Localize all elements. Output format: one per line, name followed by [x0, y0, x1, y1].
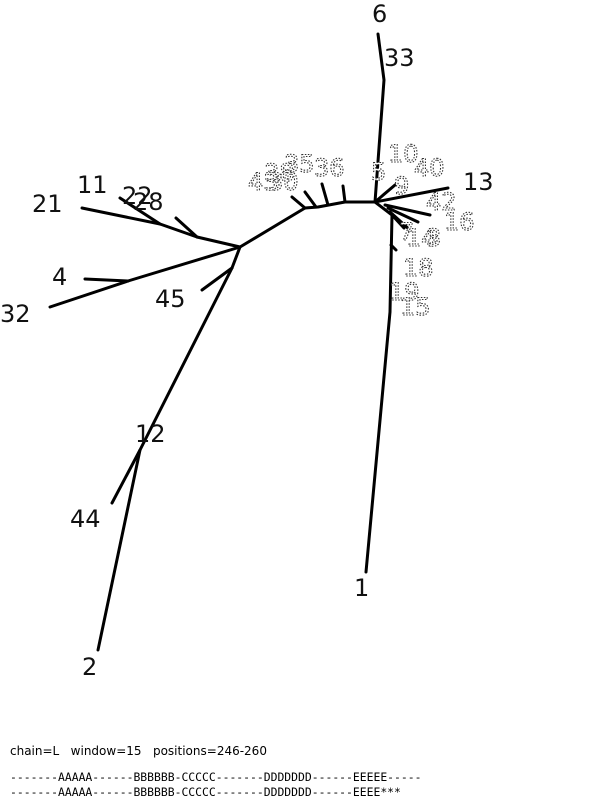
branch: [118, 196, 162, 226]
branch: [48, 245, 242, 309]
leaf-label: 38: [264, 159, 295, 187]
leaf-label: 6: [372, 0, 387, 28]
branch: [389, 243, 398, 252]
branch: [383, 203, 432, 217]
branch: [96, 245, 242, 652]
branch: [238, 200, 377, 249]
branch: [373, 186, 450, 204]
branch: [390, 213, 406, 230]
leaf-label: 19: [389, 278, 420, 306]
leaf-label: 33: [384, 44, 415, 72]
leaf-label: 1: [354, 574, 369, 602]
chain-window-info: chain=L window=15 positions=246-260: [10, 744, 267, 758]
branch: [110, 448, 142, 505]
leaf-label: 36: [314, 154, 345, 182]
branch: [373, 183, 397, 204]
leaf-label: 16: [444, 208, 475, 236]
leaf-label: 11: [77, 171, 108, 199]
leaf-label: 30: [268, 168, 299, 196]
leaf-label: 5: [371, 158, 386, 186]
leaf-label: 42: [426, 188, 457, 216]
leaf-labels: 6 33 10 40 5 9 13 42 16 7 14 3 18 19 15 …: [0, 0, 494, 681]
leaf-label: 12: [135, 420, 166, 448]
leaf-label: 4: [52, 263, 67, 291]
sequence-line-1: -------AAAAA------BBBBBB-CCCCC-------DDD…: [10, 770, 422, 784]
tree-branches: [48, 32, 450, 652]
sequence-line-2: -------AAAAA------BBBBBB-CCCCC-------DDD…: [10, 785, 401, 799]
branch: [83, 277, 130, 283]
leaf-label: 40: [414, 154, 445, 182]
leaf-label: 7: [399, 218, 414, 246]
branch: [290, 195, 307, 210]
leaf-label: 43: [248, 168, 279, 196]
branch: [174, 216, 199, 239]
leaf-label: 44: [70, 505, 101, 533]
leaf-label: 35: [284, 150, 315, 178]
branch: [373, 32, 386, 204]
branch: [303, 190, 318, 209]
leaf-label: 10: [388, 140, 419, 168]
leaf-label: 18: [403, 254, 434, 282]
leaf-label: 45: [155, 285, 186, 313]
leaf-label: 15: [400, 293, 431, 321]
leaf-label: 21: [32, 190, 63, 218]
branch: [80, 206, 242, 249]
leaf-label: 13: [463, 168, 494, 196]
leaf-label: 14: [406, 224, 437, 252]
branch: [200, 266, 234, 292]
leaf-label: 32: [0, 300, 31, 328]
leaf-label: 28: [133, 188, 164, 216]
leaf-label: 3: [426, 224, 441, 252]
branch: [364, 200, 394, 574]
phylogenetic-tree: 6 33 10 40 5 9 13 42 16 7 14 3 18 19 15 …: [0, 0, 494, 681]
leaf-label: 2: [82, 653, 97, 681]
leaf-label: 9: [394, 172, 409, 200]
branch: [386, 206, 420, 224]
leaf-label: 22: [122, 182, 153, 210]
branch: [320, 182, 330, 207]
branch: [341, 184, 347, 204]
